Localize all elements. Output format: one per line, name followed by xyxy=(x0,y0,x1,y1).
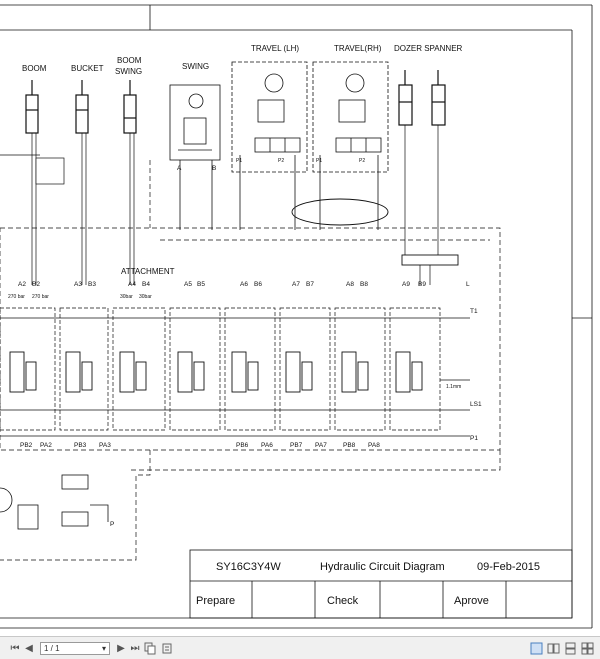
port-pb7: PB7 xyxy=(290,442,303,449)
diagram-date: 09-Feb-2015 xyxy=(477,561,540,573)
port-pa8: PA8 xyxy=(368,442,380,449)
valve-spools xyxy=(9,351,423,393)
model-number: SY16C3Y4W xyxy=(216,561,281,573)
swing-port-a: A xyxy=(177,165,182,172)
relief-label-4: 30bar xyxy=(139,294,152,300)
label-boom-swing-2: SWING xyxy=(115,67,142,76)
sheet-frame xyxy=(0,4,593,629)
orifice-label: 1.1mm xyxy=(446,384,461,390)
chevron-down-icon: ▾ xyxy=(101,643,106,653)
relief-label-3: 30bar xyxy=(120,294,133,300)
label-attachment: ATTACHMENT xyxy=(121,267,175,276)
cylinders xyxy=(25,70,446,134)
top-port-labels: A2 B2 A3 B3 A4 B4 A5 B5 A6 B6 A7 B7 A8 B… xyxy=(18,281,470,288)
travel-lh-port-p2: P2 xyxy=(278,158,284,164)
port-a3: A3 xyxy=(74,281,82,288)
swing-motor-block xyxy=(169,84,221,230)
port-l: L xyxy=(466,281,470,288)
label-bucket: BUCKET xyxy=(71,64,104,73)
port-b5: B5 xyxy=(197,281,205,288)
travel-motors xyxy=(231,61,389,230)
relief-label-2: 270 bar xyxy=(32,294,49,300)
port-a8: A8 xyxy=(346,281,354,288)
page-selector[interactable]: 1 / 1 ▾ xyxy=(40,641,110,655)
last-page-icon[interactable]: ⏭ xyxy=(130,642,140,654)
port-a7: A7 xyxy=(292,281,300,288)
pilot-pump-unit xyxy=(0,474,109,530)
port-a9: A9 xyxy=(402,281,410,288)
label-boom: BOOM xyxy=(22,64,47,73)
port-pa3: PA3 xyxy=(99,442,111,449)
pressure-lines xyxy=(0,317,470,437)
port-b3: B3 xyxy=(88,281,96,288)
port-ls1: LS1 xyxy=(470,401,482,408)
port-pb2: PB2 xyxy=(20,442,33,449)
travel-lh-port-p1: P1 xyxy=(236,158,242,164)
viewer-statusbar: ⏮ ◀ 1 / 1 ▾ ▶ ⏭ xyxy=(0,636,600,659)
continuous-view-icon[interactable] xyxy=(564,642,577,655)
label-travel-lh: TRAVEL (LH) xyxy=(251,44,299,53)
prev-page-icon[interactable]: ◀ xyxy=(25,642,33,654)
check-label: Check xyxy=(327,595,359,607)
port-b9: B9 xyxy=(418,281,426,288)
port-pb3: PB3 xyxy=(74,442,87,449)
approve-label: Aprove xyxy=(454,595,489,607)
two-page-view-icon[interactable] xyxy=(547,642,560,655)
port-a2: A2 xyxy=(18,281,26,288)
port-pa7: PA7 xyxy=(315,442,327,449)
view-mode-tools xyxy=(528,642,596,655)
port-a5: A5 xyxy=(184,281,192,288)
port-a6: A6 xyxy=(240,281,248,288)
dozer-valve xyxy=(401,254,459,266)
title-block xyxy=(189,549,573,619)
label-travel-rh: TRAVEL(RH) xyxy=(334,44,382,53)
port-b6: B6 xyxy=(254,281,262,288)
port-pa2: PA2 xyxy=(40,442,52,449)
supply-lines xyxy=(0,125,439,285)
port-b2: B2 xyxy=(32,281,40,288)
prepare-label: Prepare xyxy=(196,595,235,607)
port-b4: B4 xyxy=(142,281,150,288)
pilot-lines xyxy=(0,160,501,561)
page-number: 1 / 1 xyxy=(44,643,60,653)
port-b8: B8 xyxy=(360,281,368,288)
travel-rh-port-p1: P1 xyxy=(316,158,322,164)
port-p1: P1 xyxy=(470,435,478,442)
label-boom-swing-1: BOOM xyxy=(117,56,142,65)
label-dozer-spanner: DOZER SPANNER xyxy=(394,44,463,53)
single-page-view-icon[interactable] xyxy=(530,642,543,655)
hydraulic-diagram-sheet: BOOM BUCKET BOOM SWING SWING TRAVEL (LH)… xyxy=(0,4,593,629)
bottom-port-labels: PB2 PA2 PB3 PA3 PB6 PA6 PB7 PA7 PB8 PA8 xyxy=(20,442,380,449)
port-b7: B7 xyxy=(306,281,314,288)
port-t1: T1 xyxy=(470,308,478,315)
port-pa6: PA6 xyxy=(261,442,273,449)
port-pb8: PB8 xyxy=(343,442,356,449)
control-valve-bank xyxy=(0,307,441,431)
label-swing: SWING xyxy=(182,62,209,71)
relief-label-1: 270 bar xyxy=(8,294,25,300)
duplicate-icon[interactable] xyxy=(161,642,174,655)
next-page-icon[interactable]: ▶ xyxy=(117,642,125,654)
first-page-icon[interactable]: ⏮ xyxy=(10,642,20,654)
port-a4: A4 xyxy=(128,281,136,288)
port-p: P xyxy=(110,521,114,528)
highlight-ellipse xyxy=(291,198,389,226)
grid-view-icon[interactable] xyxy=(581,642,594,655)
copy-icon[interactable] xyxy=(144,642,157,655)
port-pb6: PB6 xyxy=(236,442,249,449)
travel-rh-port-p2: P2 xyxy=(359,158,365,164)
swing-port-b: B xyxy=(212,165,216,172)
diagram-title: Hydraulic Circuit Diagram xyxy=(320,561,445,573)
diagram-canvas: BOOM BUCKET BOOM SWING SWING TRAVEL (LH)… xyxy=(0,4,593,629)
